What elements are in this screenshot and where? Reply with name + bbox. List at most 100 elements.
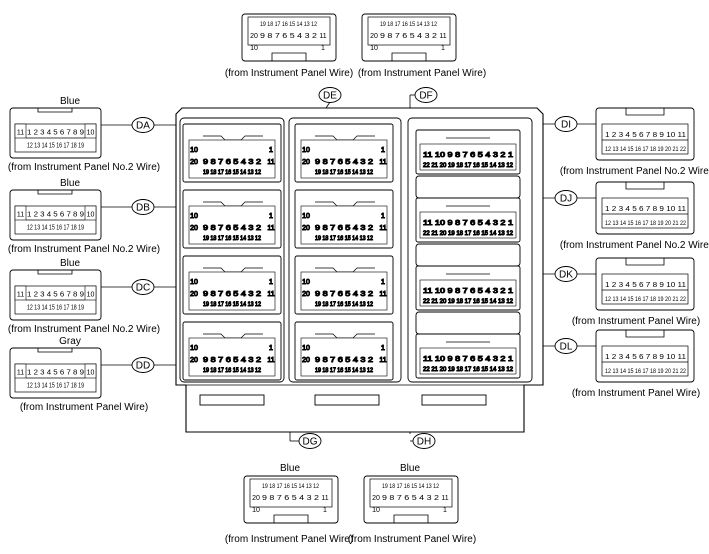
pin-row-a: 9 8 7 6 5 4 3 2 (315, 291, 373, 298)
pin-11: 11 (17, 130, 24, 137)
pin-row-top: 1 2 3 4 5 6 7 8 9 10 11 (605, 206, 686, 213)
socket-pin-grid (419, 279, 517, 307)
pin-20: 20 (190, 357, 198, 364)
wire-color-dg: Blue (280, 463, 300, 474)
pin-11: 11 (17, 370, 24, 377)
pin-11: 11 (321, 495, 328, 502)
pin-cell (14, 363, 27, 379)
pin-1: 1 (321, 45, 325, 52)
pin-10: 10 (87, 370, 95, 377)
pin-10: 10 (372, 507, 380, 514)
wire-color-dd: Gray (59, 336, 81, 347)
pin-20: 20 (252, 495, 260, 502)
pin-row-bottom: 12 13 14 15 16 17 18 19 (27, 225, 84, 232)
pin-10: 10 (87, 212, 95, 219)
pin-1: 1 (381, 345, 385, 352)
pin-10: 10 (302, 345, 310, 352)
wire-color-db: Blue (60, 178, 80, 189)
pin-row-a: 19 18 17 16 15 14 13 12 (380, 22, 438, 28)
cavity-middle (288, 117, 402, 383)
pin-row-a: 9 8 7 6 5 4 3 2 (315, 159, 373, 166)
pin-row-top: 1 2 3 4 5 6 7 8 9 (27, 130, 84, 137)
latch (625, 258, 665, 266)
pin-row-a: 9 8 7 6 5 4 3 2 (315, 225, 373, 232)
pin-row-bottom: 12 13 14 15 16 17 18 19 20 21 22 (605, 369, 687, 375)
connector-code-di: DI (561, 120, 571, 131)
pin-row-top: 1 2 3 4 5 6 7 8 9 (27, 212, 84, 219)
pin-20: 20 (370, 33, 378, 40)
pin-row-b: 9 8 7 6 5 4 3 2 (382, 495, 439, 502)
socket-pin-grid (188, 271, 276, 311)
block-slot (421, 394, 487, 406)
pin-row-b: 22 21 20 19 18 17 16 15 14 13 12 (423, 163, 514, 169)
pin-row-b: 22 21 20 19 18 17 16 15 14 13 12 (423, 299, 514, 305)
pin-10: 10 (190, 147, 198, 154)
pin-1: 1 (323, 507, 327, 514)
pin-10: 10 (250, 45, 258, 52)
pin-20: 20 (372, 495, 380, 502)
pin-row-a: 9 8 7 6 5 4 3 2 (315, 357, 373, 364)
pin-row-a: 19 18 17 16 15 14 13 12 (260, 22, 318, 28)
pin-20: 20 (302, 357, 310, 364)
pin-row-b: 9 8 7 6 5 4 3 2 (380, 33, 437, 40)
latch (625, 108, 665, 116)
pin-row-b: 22 21 20 19 18 17 16 15 14 13 12 (423, 231, 514, 237)
connector-code-badge (298, 433, 322, 449)
pin-cell (84, 205, 97, 221)
latch (271, 52, 307, 61)
pin-row-b: 9 8 7 6 5 4 3 2 (260, 33, 317, 40)
pin-row-top: 1 2 3 4 5 6 7 8 9 10 11 (605, 282, 686, 289)
connector-code-badge (131, 117, 155, 133)
pin-10: 10 (252, 507, 260, 514)
wire-source-dg: (from Instrument Panel Wire) (225, 534, 353, 545)
pin-cell (14, 123, 27, 139)
pin-grid (601, 197, 689, 229)
pin-11: 11 (267, 225, 274, 232)
pin-11: 11 (439, 33, 446, 40)
blank-socket (415, 311, 521, 335)
pin-11: 11 (319, 33, 326, 40)
socket-pin-grid (188, 205, 276, 245)
labels: Blue(from Instrument Panel No.2 Wire)DAB… (8, 68, 709, 545)
socket-pin-grid (419, 211, 517, 239)
wire-source-di: (from Instrument Panel No.2 Wire) (560, 166, 709, 177)
latch (37, 190, 73, 195)
pin-grid (247, 16, 331, 46)
wire-source-dl: (from Instrument Panel Wire) (572, 388, 700, 399)
pin-10: 10 (302, 213, 310, 220)
latch (37, 108, 73, 113)
pin-1: 1 (269, 213, 273, 220)
pin-11: 11 (267, 357, 274, 364)
pin-row-a: 11 10 9 8 7 6 5 4 3 2 1 (423, 220, 513, 227)
pin-row-bottom: 12 13 14 15 16 17 18 19 20 21 22 (605, 147, 687, 153)
pin-row-top: 1 2 3 4 5 6 7 8 9 (27, 370, 84, 377)
latch (37, 348, 73, 353)
pin-row-a: 9 8 7 6 5 4 3 2 (203, 357, 261, 364)
pin-row-b: 19 18 17 16 15 14 13 12 (203, 368, 262, 374)
pin-10: 10 (87, 130, 95, 137)
connector-code-badge (554, 266, 578, 282)
pin-11: 11 (17, 212, 24, 219)
pin-row-a: 11 10 9 8 7 6 5 4 3 2 1 (423, 288, 513, 295)
pin-1: 1 (381, 279, 385, 286)
pin-row-a: 19 18 17 16 15 14 13 12 (262, 484, 320, 490)
pin-grid (369, 478, 453, 508)
pin-10: 10 (190, 345, 198, 352)
pin-row-b: 22 21 20 19 18 17 16 15 14 13 12 (423, 367, 514, 373)
connector-code-badge (554, 338, 578, 354)
pin-1: 1 (269, 279, 273, 286)
pin-row-top: 1 2 3 4 5 6 7 8 9 (27, 292, 84, 299)
wire-source-df: (from Instrument Panel Wire) (358, 68, 486, 79)
connector-code-dl: DL (560, 342, 573, 353)
pin-10: 10 (190, 279, 198, 286)
pin-cell (84, 363, 97, 379)
wire-source-de: (from Instrument Panel Wire) (225, 68, 353, 79)
pin-20: 20 (250, 33, 258, 40)
pin-cell (14, 285, 27, 301)
connector-code-badge (412, 433, 436, 449)
pin-10: 10 (302, 279, 310, 286)
pin-1: 1 (381, 147, 385, 154)
pin-row-a: 11 10 9 8 7 6 5 4 3 2 1 (423, 152, 513, 159)
pin-row-a: 9 8 7 6 5 4 3 2 (203, 291, 261, 298)
pin-11: 11 (379, 291, 386, 298)
